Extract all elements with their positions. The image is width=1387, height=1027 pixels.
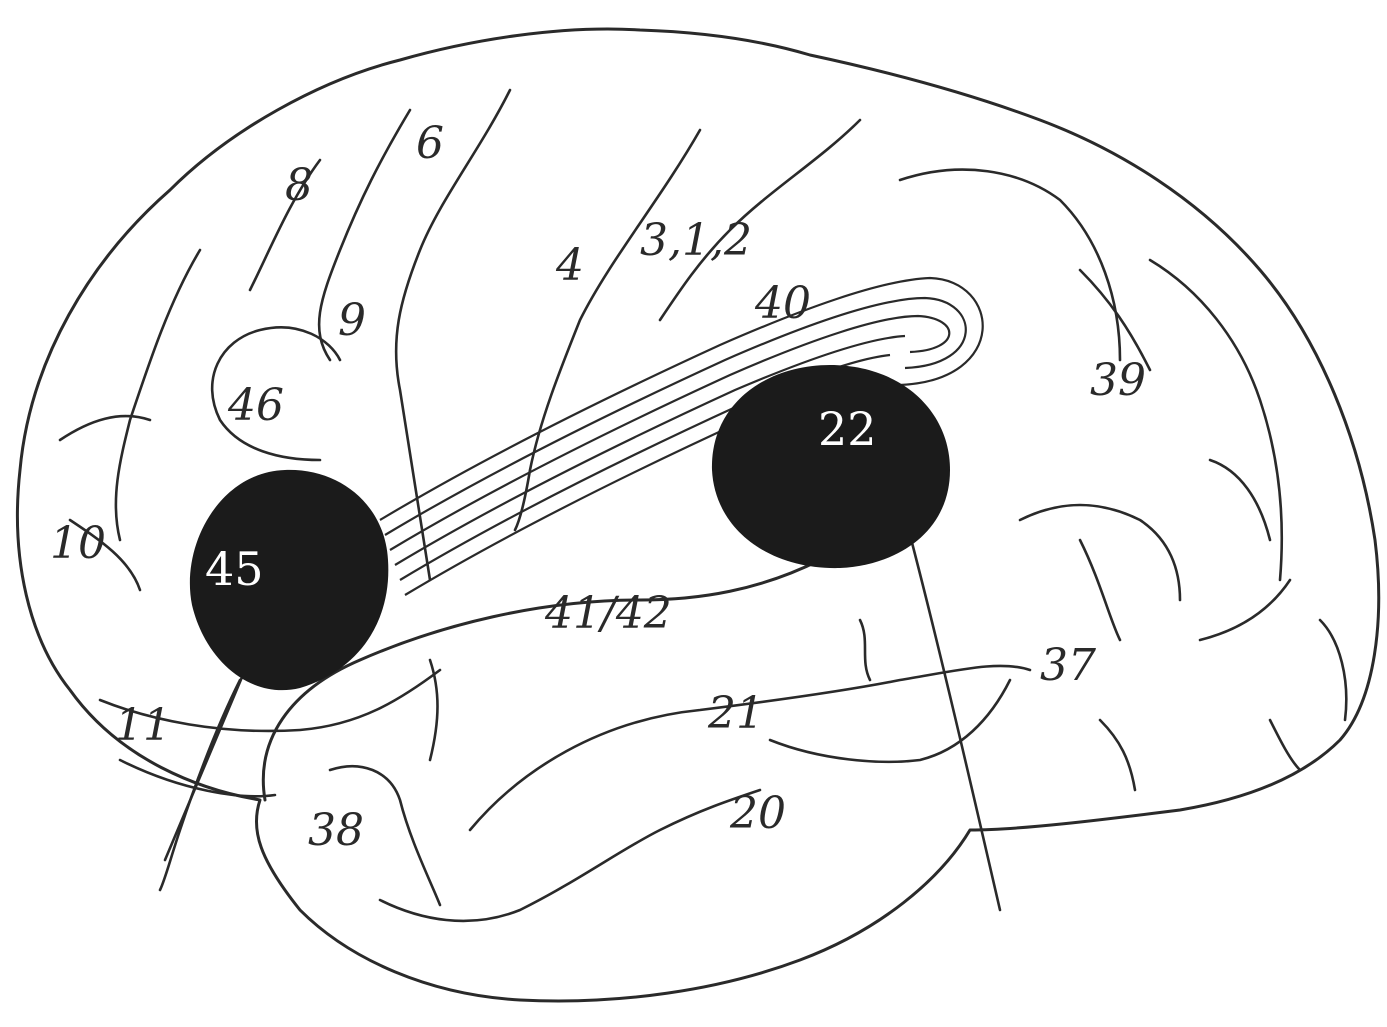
label-area-20: 20 [729, 788, 786, 839]
central-sulcus [515, 130, 700, 530]
occipital-fold-3 [1270, 620, 1346, 770]
label-area-40: 40 [754, 278, 811, 329]
area-22-highlight [712, 365, 950, 568]
label-area-39: 39 [1090, 355, 1146, 406]
middle-temporal-branch [770, 680, 1010, 762]
precentral-sulcus [396, 90, 510, 580]
inferior-temporal-sulcus [380, 790, 760, 921]
label-area-8: 8 [285, 160, 313, 211]
label-area-46: 46 [227, 380, 284, 431]
label-area-38: 38 [308, 805, 364, 856]
occipital-fold-1 [1150, 260, 1282, 580]
temporal-fold-3 [860, 620, 870, 680]
label-area-41-42: 41/42 [544, 588, 672, 639]
label-area-45: 45 [205, 542, 264, 596]
temporal-fold-4 [1100, 720, 1135, 790]
parietal-fold-1 [900, 170, 1120, 360]
label-area-37: 37 [1040, 640, 1096, 691]
label-area-9: 9 [338, 295, 366, 346]
label-area-11: 11 [115, 700, 171, 751]
occipital-fold-2 [1200, 460, 1290, 640]
label-area-4: 4 [555, 240, 584, 291]
frontal-fold-3 [116, 250, 200, 540]
pointer-line-45 [165, 670, 245, 860]
label-area-10: 10 [50, 518, 106, 569]
label-area-22: 22 [818, 402, 877, 456]
label-area-6: 6 [416, 118, 444, 169]
label-area-3-1-2: 3,1,2 [640, 215, 752, 266]
parietal-fold-4 [1080, 540, 1120, 640]
label-area-21: 21 [707, 688, 764, 739]
